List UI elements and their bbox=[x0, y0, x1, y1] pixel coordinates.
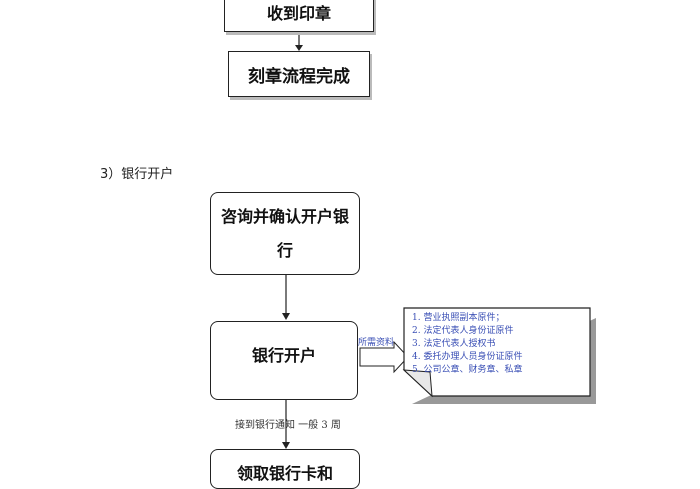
bank-account-text: 银行开户 bbox=[251, 346, 316, 365]
bank-notice-label: 接到银行通知 一般 3 周 bbox=[235, 420, 341, 431]
consult-bank-box: 咨询并确认开户银 行 bbox=[210, 192, 360, 275]
flow-connectors bbox=[282, 32, 596, 449]
bank-account-box: 银行开户 bbox=[210, 321, 358, 400]
materials-item: 3. 法定代表人授权书 bbox=[412, 339, 496, 349]
consult-bank-text-line2: 行 bbox=[276, 240, 293, 260]
received-seal-text: 收到印章 bbox=[266, 4, 331, 23]
collect-bank-card-text: 领取银行卡和 bbox=[236, 464, 333, 483]
consult-bank-text-line1: 咨询并确认开户银 bbox=[220, 206, 349, 226]
materials-arrow bbox=[359, 340, 409, 374]
received-seal-box: 收到印章 bbox=[224, 0, 374, 32]
seal-process-complete-box: 刻章流程完成 bbox=[228, 51, 370, 97]
materials-item: 4. 委托办理人员身份证原件 bbox=[412, 352, 523, 362]
materials-item: 1. 营业执照副本原件； bbox=[412, 313, 505, 323]
materials-item: 2. 法定代表人身份证原件 bbox=[412, 326, 514, 336]
seal-process-complete-text: 刻章流程完成 bbox=[248, 66, 350, 87]
materials-list: 1. 营业执照副本原件； 2. 法定代表人身份证原件 3. 法定代表人授权书 4… bbox=[412, 312, 582, 377]
collect-bank-card-box: 领取银行卡和 bbox=[210, 449, 360, 489]
materials-item: 5. 公司公章、财务章、私章 bbox=[412, 365, 523, 375]
materials-document-shape bbox=[402, 307, 596, 404]
materials-label: 所需资料 bbox=[358, 338, 395, 348]
section-title: 3）银行开户 bbox=[100, 167, 174, 182]
